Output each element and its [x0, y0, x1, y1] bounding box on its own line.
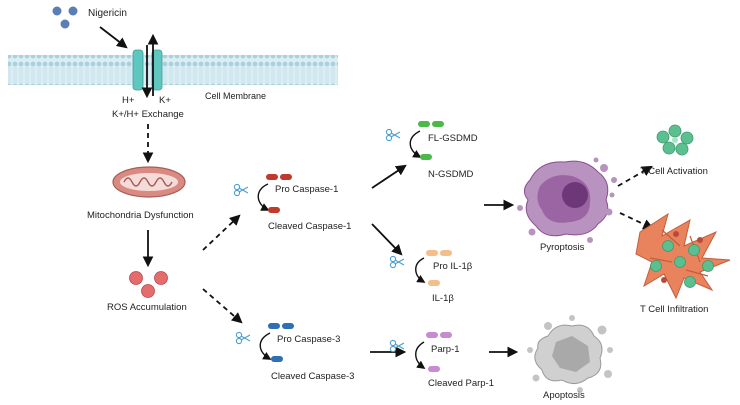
parp1-label: Parp-1	[431, 344, 460, 355]
il1b-icon	[428, 280, 440, 286]
mitochondria-icon	[112, 166, 186, 198]
arrow-casp1-to-gsdmd	[371, 164, 407, 189]
arrow-nigericin-to-channel	[99, 26, 128, 49]
curved-arrow-caspase3	[259, 332, 272, 360]
cleaved-caspase1-label: Cleaved Caspase-1	[268, 221, 351, 232]
nigericin-molecule-icon	[52, 6, 78, 29]
il1b-label: IL-1β	[432, 293, 454, 304]
scissors-icon	[385, 128, 401, 142]
pro-il1b-label: Pro IL-1β	[433, 261, 473, 272]
pyroptotic-cell-icon	[517, 157, 617, 243]
k-plus-label: K+	[159, 95, 171, 106]
pro-il1b-icon	[426, 250, 452, 256]
tcell-infiltration-label: T Cell Infiltration	[640, 304, 708, 315]
t-cell-cluster-icon	[656, 124, 694, 156]
arrow-pyro-to-tcell-activation	[617, 165, 653, 187]
fl-gsdmd-label: FL-GSDMD	[428, 133, 478, 144]
apoptotic-cell-icon	[527, 315, 613, 393]
mito-label: Mitochondria Dysfunction	[87, 210, 194, 221]
parp1-icon	[426, 332, 452, 338]
cell-membrane	[8, 55, 338, 85]
pro-caspase1-icon	[266, 174, 292, 180]
curved-arrow-gsdmd	[409, 130, 422, 158]
ion-channel-icon	[132, 49, 163, 91]
cleaved-parp1-icon	[428, 366, 440, 372]
pro-caspase1-label: Pro Caspase-1	[275, 184, 338, 195]
arrow-ros-to-caspase3	[202, 288, 243, 324]
arrow-ros-to-caspase1	[202, 214, 241, 251]
scissors-icon	[233, 183, 249, 197]
fl-gsdmd-icon	[418, 121, 444, 127]
scissors-icon	[389, 255, 405, 269]
n-gsdmd-icon	[420, 154, 432, 160]
cleaved-caspase3-label: Cleaved Caspase-3	[271, 371, 354, 382]
ros-icon	[129, 271, 168, 298]
tcell-activation-label: T Cell Activation	[640, 166, 708, 177]
cleaved-caspase3-icon	[271, 356, 283, 362]
nigericin-label: Nigericin	[88, 8, 127, 19]
h-plus-label: H+	[122, 95, 135, 106]
curved-arrow-il1b	[415, 257, 426, 283]
exchange-label: K+/H+ Exchange	[112, 109, 184, 120]
pro-caspase3-icon	[268, 323, 294, 329]
cell-membrane-label: Cell Membrane	[205, 91, 266, 101]
cleaved-caspase1-icon	[268, 207, 280, 213]
pro-caspase3-label: Pro Caspase-3	[277, 334, 340, 345]
curved-arrow-caspase1	[257, 183, 270, 211]
arrow-pyro-to-tcell-infiltration	[619, 212, 654, 230]
pyroptosis-label: Pyroptosis	[540, 242, 585, 253]
arrow-casp1-to-il1b	[371, 223, 403, 256]
tumor-infiltration-icon	[635, 212, 731, 300]
scissors-icon	[235, 331, 251, 345]
apoptosis-label: Apoptosis	[543, 390, 585, 401]
scissors-icon	[389, 339, 405, 353]
ros-label: ROS Accumulation	[107, 302, 187, 313]
n-gsdmd-label: N-GSDMD	[428, 169, 474, 180]
curved-arrow-parp	[415, 341, 426, 369]
cleaved-parp1-label: Cleaved Parp-1	[428, 378, 494, 389]
